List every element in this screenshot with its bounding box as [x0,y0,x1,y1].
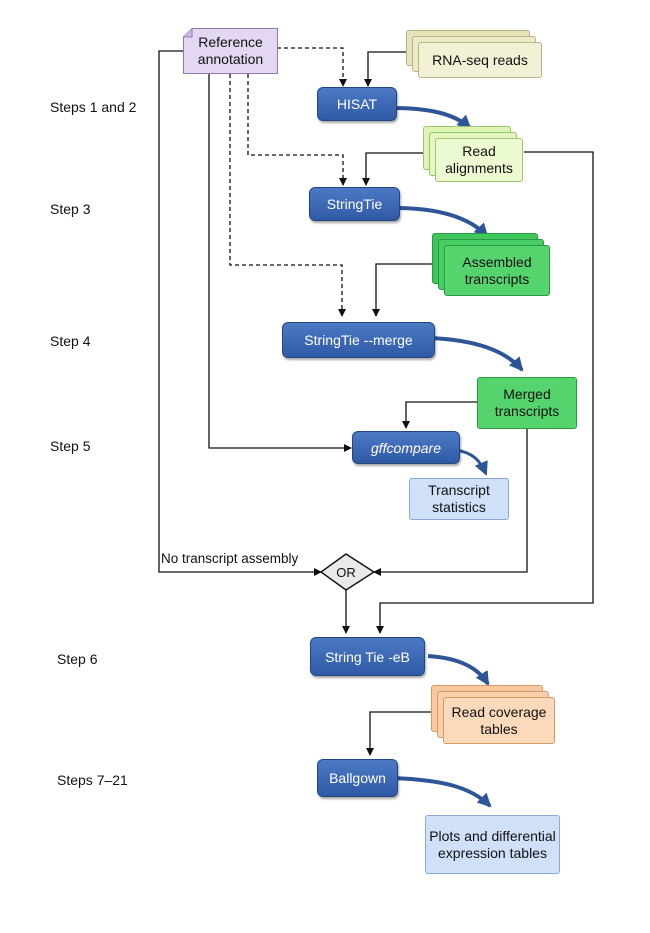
gffcompare-tool: gffcompare [352,431,460,464]
stringtie-merge-tool: StringTie --merge [282,322,435,358]
or-label: OR [336,565,356,580]
step-label-1-2: Steps 1 and 2 [50,99,137,115]
stringtie-eb-to-coverage-arrow [427,654,490,686]
read-coverage-tables-node: Read coverage tables [431,685,555,744]
rnaseq-reads-node: RNA-seq reads [406,30,542,78]
transcript-statistics-label: Transcript statistics [409,478,509,520]
step-label-5: Step 5 [50,438,91,454]
reference-to-merge-dashed [229,74,346,317]
hisat-to-alignments-arrow [391,106,472,130]
reads-to-hisat-line [364,51,408,87]
reference-to-hisat-dashed [277,47,347,87]
ballgown-tool: Ballgown [317,759,398,797]
alignments-to-stringtie-line [362,152,432,186]
step-label-3: Step 3 [50,201,91,217]
reference-document-icon [183,28,278,74]
stringtie-tool: StringTie [309,187,400,221]
or-decision [319,553,376,591]
plots-expression-tables-label: Plots and differential expression tables [425,815,560,874]
reference-annotation-label: Reference annotation [197,34,264,67]
reference-no-assembly-line [158,50,322,576]
step-label-7-21: Steps 7–21 [57,772,128,788]
hisat-tool: HISAT [317,87,397,121]
reference-to-stringtie-dashed [247,74,347,186]
ballgown-to-plots-arrow [392,776,492,808]
assembled-to-merge-line [372,263,434,317]
stringtie-to-assembled-arrow [394,206,489,238]
merged-transcripts-label: Merged transcripts [477,377,577,429]
stringtie-eb-tool: String Tie -eB [310,637,425,676]
output-arrows [391,106,524,808]
read-coverage-tables-label: Read coverage tables [443,697,555,744]
merged-to-gffcompare-line [402,401,478,429]
alignments-to-stringtie-eb-line [376,151,594,634]
dashed-connectors [229,47,347,317]
assembled-transcripts-node: Assembled transcripts [432,233,550,296]
rnaseq-reads-label: RNA-seq reads [418,42,542,78]
coverage-to-ballgown-line [366,711,434,756]
read-alignments-node: Read alignments [423,126,523,182]
assembled-transcripts-label: Assembled transcripts [444,245,550,296]
merge-to-merged-arrow [429,336,524,372]
no-transcript-assembly-note: No transcript assembly [161,551,299,566]
reference-to-gffcompare-line [208,74,352,452]
reference-annotation-node: Reference annotation [183,28,278,74]
step-label-4: Step 4 [50,333,91,349]
solid-connectors [158,50,594,756]
read-alignments-label: Read alignments [435,138,523,182]
step-label-6: Step 6 [57,651,98,667]
merged-to-or-line [373,429,528,576]
